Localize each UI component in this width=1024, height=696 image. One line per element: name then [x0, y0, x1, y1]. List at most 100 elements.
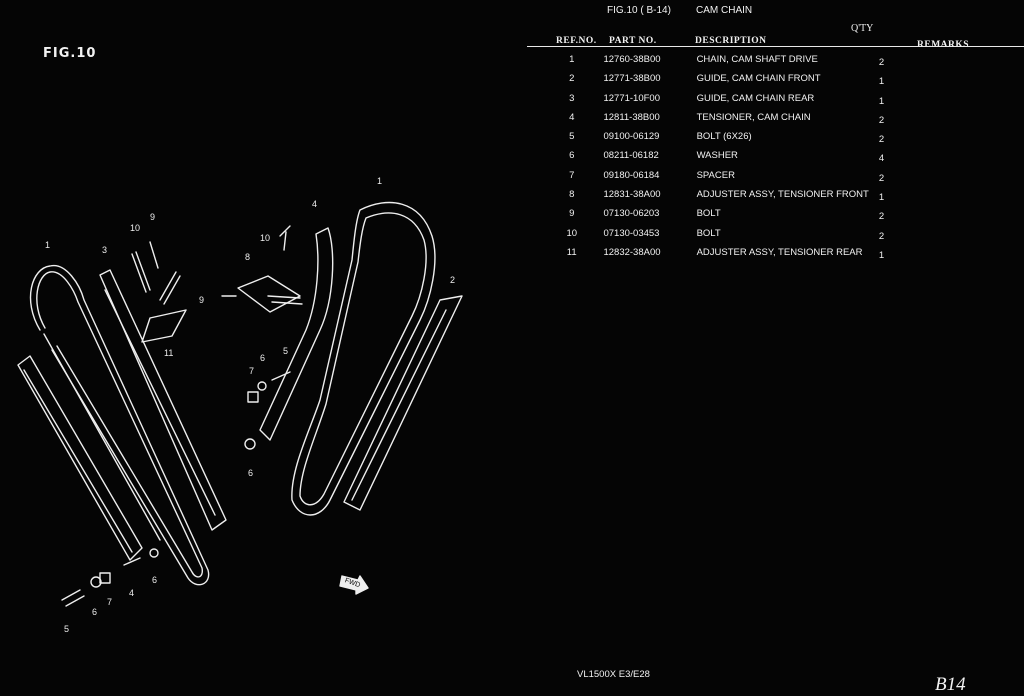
ref-cell: 11 — [566, 246, 577, 258]
description-cell: TENSIONER, CAM CHAIN — [696, 111, 811, 123]
description-cell: BOLT — [696, 208, 721, 220]
front-adjuster — [221, 225, 303, 313]
section-title: CAM CHAIN — [696, 5, 753, 16]
part-no-cell: 12832-38A00 — [603, 246, 661, 258]
description-cell: GUIDE, CAM CHAIN FRONT — [696, 73, 821, 85]
left-chain-guide — [99, 269, 227, 531]
rear-adjuster — [141, 271, 187, 343]
callout-label: 3 — [102, 245, 107, 255]
part-no-cell: 12811-38B00 — [603, 111, 660, 123]
description-cell: GUIDE, CAM CHAIN REAR — [696, 92, 815, 104]
ref-cell: 10 — [566, 227, 578, 239]
callout-label: 10 — [260, 233, 270, 243]
callout-label: 11 — [164, 348, 173, 358]
qty-cell: 1 — [878, 95, 885, 107]
table-row: 2 12771-38B00 GUIDE, CAM CHAIN FRONT 1 — [540, 71, 900, 90]
table-row: 8 12831-38A00 ADJUSTER ASSY, TENSIONER FRO… — [540, 187, 900, 206]
callout-label: 1 — [45, 240, 50, 250]
callout-label: 4 — [312, 199, 317, 209]
callout-label: 2 — [450, 275, 455, 285]
part-no-column-header: PART NO. — [609, 36, 657, 46]
right-chain-guide — [343, 295, 463, 511]
callouts: 1 3 10 9 11 5 6 7 4 6 10 8 9 4 7 6 5 6 1… — [45, 176, 455, 634]
remarks-column-header: REMARKS — [917, 40, 970, 50]
part-no-cell: 12760-38B00 — [603, 54, 661, 65]
qty-cell: 1 — [878, 192, 885, 204]
left-tensioner — [17, 355, 143, 561]
qty-cell: 2 — [878, 134, 885, 146]
ref-cell: 8 — [569, 189, 575, 201]
right-bolts — [244, 371, 291, 450]
description-column-header: DESCRIPTION — [695, 36, 767, 46]
ref-cell: 9 — [569, 208, 575, 220]
part-no-cell: 09100-06129 — [603, 131, 660, 143]
part-no-cell: 08211-06182 — [603, 150, 659, 162]
part-no-cell: 07130-03453 — [603, 227, 660, 239]
qty-column-header: Q'TY — [851, 23, 874, 34]
qty-cell: 1 — [878, 249, 885, 261]
qty-cell: 1 — [878, 76, 885, 88]
figure-label: FIG.10 — [43, 46, 97, 61]
forward-arrow-icon — [339, 575, 369, 595]
description-cell: SPACER — [696, 169, 735, 181]
part-no-cell: 12831-38A00 — [603, 189, 661, 201]
model-label: VL1500X E3/E28 — [577, 669, 650, 680]
left-bolts — [61, 241, 159, 607]
callout-label: 6 — [260, 353, 265, 363]
right-cam-chain — [291, 201, 436, 516]
table-row: 7 09180-06184 SPACER 2 — [540, 168, 900, 187]
ref-no-column-header: REF.NO. — [556, 36, 597, 46]
ref-cell: 7 — [569, 169, 575, 181]
callout-label: 10 — [130, 223, 140, 233]
callout-label: 7 — [249, 366, 254, 376]
callout-label: 4 — [129, 588, 134, 598]
table-row: 6 08211-06182 WASHER 4 — [540, 148, 900, 167]
ref-cell: 4 — [569, 111, 575, 123]
description-cell: ADJUSTER ASSY, TENSIONER FRONT — [696, 189, 869, 201]
qty-cell: 2 — [878, 230, 885, 242]
callout-label: 6 — [248, 468, 253, 478]
callout-label: 6 — [152, 575, 157, 585]
callout-label: 9 — [150, 212, 155, 222]
ref-cell: 6 — [569, 150, 575, 162]
part-no-cell: 07130-06203 — [603, 208, 660, 220]
ref-cell: 1 — [569, 54, 575, 65]
table-row: 4 12811-38B00 TENSIONER, CAM CHAIN 2 — [540, 110, 900, 129]
front-tensioner — [259, 227, 334, 441]
description-cell: WASHER — [696, 150, 738, 162]
table-row: 1 12760-38B00 CHAIN, CAM SHAFT DRIVE 2 — [540, 52, 900, 71]
qty-cell: 4 — [878, 153, 885, 165]
table-row: 9 07130-06203 BOLT 2 — [540, 206, 900, 225]
qty-cell: 2 — [878, 172, 885, 184]
part-no-cell: 12771-10F00 — [603, 92, 660, 104]
table-row: 10 07130-03453 BOLT 2 — [540, 226, 900, 245]
ref-cell: 3 — [569, 92, 575, 104]
description-cell: BOLT — [696, 227, 721, 239]
qty-cell: 2 — [878, 211, 885, 223]
callout-label: 7 — [107, 597, 112, 607]
figure-reference: FIG.10 ( B-14) — [607, 5, 671, 16]
description-cell: CHAIN, CAM SHAFT DRIVE — [696, 54, 818, 65]
table-row: 3 12771-10F00 GUIDE, CAM CHAIN REAR 1 — [540, 91, 900, 110]
callout-label: 5 — [283, 346, 288, 356]
part-no-cell: 09180-06184 — [603, 169, 660, 181]
description-cell: BOLT (6X26) — [696, 131, 752, 143]
callout-label: 5 — [64, 624, 69, 634]
part-no-cell: 12771-38B00 — [603, 73, 661, 85]
qty-cell: 2 — [878, 57, 885, 68]
page-number: B14 — [935, 674, 966, 695]
table-row: 5 09100-06129 BOLT (6X26) 2 — [540, 129, 900, 148]
callout-label: 9 — [199, 295, 204, 305]
ref-cell: 2 — [569, 73, 575, 85]
exploded-view-diagram: 1 3 10 9 11 5 6 7 4 6 10 8 9 4 7 6 5 6 1… — [17, 176, 463, 634]
left-cam-chain — [29, 264, 210, 586]
callout-label: 8 — [245, 252, 250, 262]
callout-label: 1 — [377, 176, 382, 186]
qty-cell: 2 — [878, 114, 885, 126]
ref-cell: 5 — [569, 131, 575, 143]
table-row: 11 12832-38A00 ADJUSTER ASSY, TENSIONER RE… — [540, 245, 900, 264]
description-cell: ADJUSTER ASSY, TENSIONER REAR — [696, 246, 863, 258]
callout-label: 6 — [92, 607, 97, 617]
header-rule — [527, 46, 1024, 47]
